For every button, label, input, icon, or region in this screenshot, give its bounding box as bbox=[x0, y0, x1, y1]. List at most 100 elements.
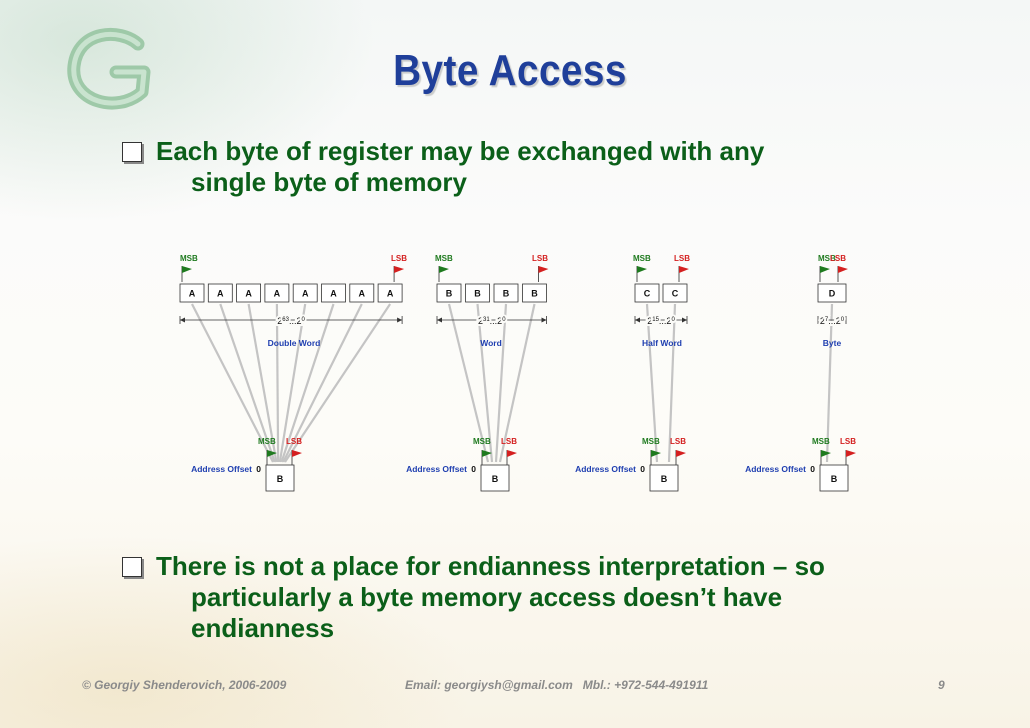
memory-lsb-label: LSB bbox=[840, 437, 856, 446]
lsb-flag-icon bbox=[538, 266, 549, 282]
address-offset-label: Address Offset bbox=[406, 464, 467, 474]
register-byte-label: A bbox=[189, 289, 196, 299]
bullet-1-line-2: single byte of memory bbox=[191, 167, 467, 197]
bullet-2-line-1: There is not a place for endianness inte… bbox=[156, 551, 825, 581]
register-byte-label: B bbox=[531, 289, 538, 299]
range-arrow-icon bbox=[841, 317, 846, 323]
register-byte-cell bbox=[179, 283, 205, 303]
mapping-line bbox=[494, 303, 508, 463]
register-lsb-label: LSB bbox=[674, 254, 690, 263]
memory-byte-cell bbox=[480, 464, 510, 492]
address-offset-label: Address Offset bbox=[745, 464, 806, 474]
mapping-line bbox=[282, 303, 363, 463]
address-offset-value: 0 bbox=[810, 464, 815, 474]
register-byte-label: A bbox=[387, 289, 394, 299]
memory-byte-label: B bbox=[492, 474, 499, 484]
memory-msb-label: MSB bbox=[812, 437, 830, 446]
address-offset-label: Address Offset bbox=[191, 464, 252, 474]
slide-title: Byte Access bbox=[393, 46, 627, 95]
mapping-line bbox=[280, 303, 335, 463]
memory-byte-cell bbox=[265, 464, 295, 492]
lsb-flag-icon bbox=[291, 450, 302, 466]
register-byte-cell bbox=[207, 283, 233, 303]
memory-byte-cell bbox=[819, 464, 849, 492]
msb-flag-icon bbox=[636, 266, 647, 282]
mapping-line bbox=[667, 303, 677, 463]
register-msb-label: MSB bbox=[180, 254, 198, 263]
register-byte-cell bbox=[465, 283, 490, 303]
register-byte-label: C bbox=[644, 289, 651, 299]
register-byte-label: A bbox=[217, 289, 224, 299]
register-size-label: Word bbox=[480, 338, 502, 348]
register-byte-cell bbox=[236, 283, 262, 303]
page-number: 9 bbox=[938, 678, 945, 692]
footer-contact: Email: georgiysh@gmail.com Mbl.: +972-54… bbox=[405, 678, 709, 692]
mapping-line bbox=[476, 303, 494, 463]
lsb-flag-icon bbox=[506, 450, 517, 466]
register-byte-label: B bbox=[474, 289, 481, 299]
checkbox-bullet-icon bbox=[122, 142, 142, 162]
msb-flag-icon bbox=[820, 450, 831, 466]
lsb-flag-icon bbox=[393, 266, 405, 282]
footer-author: © Georgiy Shenderovich, 2006-2009 bbox=[82, 678, 287, 692]
register-lsb-label: LSB bbox=[532, 254, 548, 263]
register-byte-label: A bbox=[274, 289, 281, 299]
memory-lsb-label: LSB bbox=[670, 437, 686, 446]
msb-flag-icon bbox=[650, 450, 661, 466]
memory-msb-label: MSB bbox=[258, 437, 276, 446]
register-byte-cell bbox=[522, 283, 547, 303]
msb-flag-icon bbox=[481, 450, 492, 466]
range-arrow-icon bbox=[180, 317, 185, 323]
lsb-flag-icon bbox=[675, 450, 686, 466]
register-lsb-label: LSB bbox=[830, 254, 846, 263]
register-byte-label: D bbox=[829, 289, 836, 299]
register-byte-label: A bbox=[302, 289, 309, 299]
mapping-line bbox=[247, 303, 278, 463]
memory-msb-label: MSB bbox=[642, 437, 660, 446]
memory-byte-label: B bbox=[277, 474, 284, 484]
msb-flag-icon bbox=[819, 266, 830, 282]
register-msb-label: MSB bbox=[435, 254, 453, 263]
lsb-flag-icon bbox=[678, 266, 689, 282]
bit-range-label: 27...20 bbox=[820, 316, 845, 326]
bullet-2-line-2: particularly a byte memory access doesn’… bbox=[191, 582, 783, 612]
memory-byte-cell bbox=[649, 464, 679, 492]
register-msb-label: MSB bbox=[633, 254, 651, 263]
mapping-line bbox=[645, 303, 659, 463]
register-byte-cell bbox=[377, 283, 403, 303]
checkbox-bullet-icon bbox=[122, 557, 142, 577]
range-arrow-icon bbox=[635, 317, 640, 323]
address-offset-label: Address Offset bbox=[575, 464, 636, 474]
range-arrow-icon bbox=[682, 317, 687, 323]
range-arrow-icon bbox=[541, 317, 547, 323]
mapping-line bbox=[447, 303, 490, 463]
register-byte-label: A bbox=[245, 289, 252, 299]
register-byte-label: A bbox=[330, 289, 337, 299]
mapping-line bbox=[825, 303, 834, 463]
register-byte-label: C bbox=[672, 289, 679, 299]
lsb-flag-icon bbox=[845, 450, 856, 466]
mapping-line bbox=[275, 303, 280, 463]
range-arrow-icon bbox=[818, 317, 823, 323]
memory-lsb-label: LSB bbox=[501, 437, 517, 446]
register-byte-cell bbox=[349, 283, 375, 303]
register-byte-cell bbox=[493, 283, 519, 303]
register-byte-label: B bbox=[503, 289, 510, 299]
register-byte-label: A bbox=[359, 289, 366, 299]
register-byte-cell bbox=[264, 283, 290, 303]
address-offset-value: 0 bbox=[471, 464, 476, 474]
bullet-2-line-3: endianness bbox=[191, 613, 335, 643]
bit-range-label: 263...20 bbox=[277, 316, 305, 326]
memory-lsb-label: LSB bbox=[286, 437, 302, 446]
mapping-line bbox=[191, 303, 274, 463]
mapping-line bbox=[498, 303, 536, 463]
bullet-2-text: There is not a place for endianness inte… bbox=[156, 551, 936, 644]
bit-range-label: 215...20 bbox=[647, 316, 675, 326]
register-size-label: Half Word bbox=[642, 338, 682, 348]
mapping-line bbox=[278, 303, 307, 463]
msb-flag-icon bbox=[181, 266, 192, 282]
range-arrow-icon bbox=[437, 317, 442, 323]
bullet-1: Each byte of register may be exchanged w… bbox=[122, 136, 882, 198]
register-byte-cell bbox=[634, 283, 660, 303]
